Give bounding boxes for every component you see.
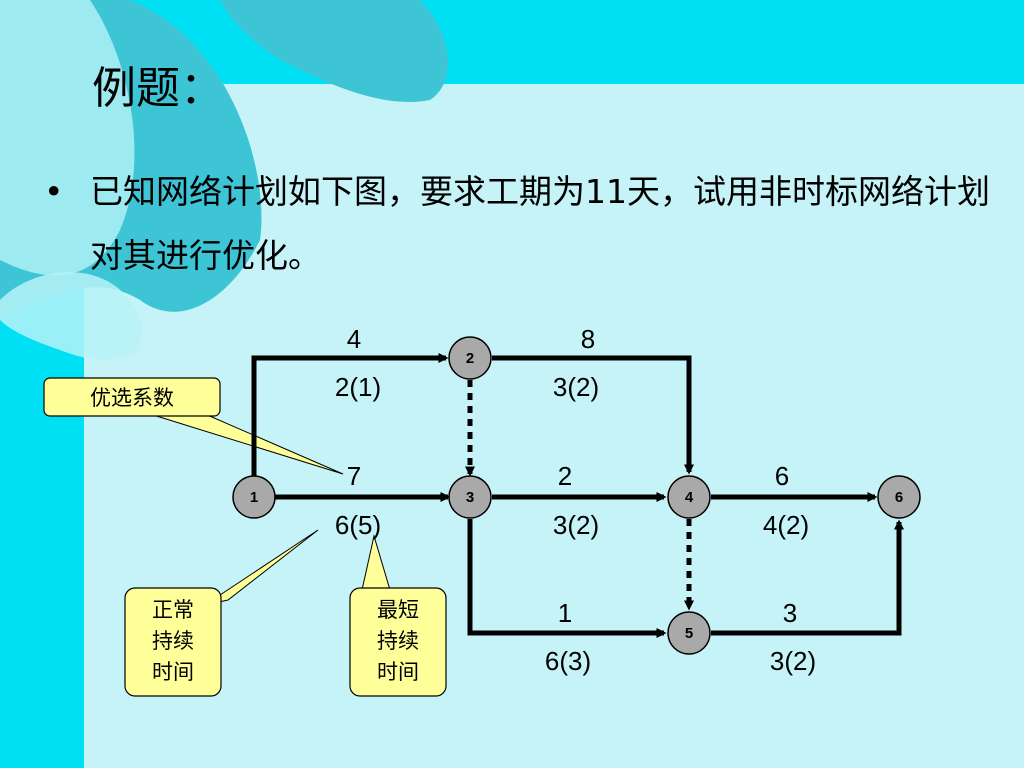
edge-2-4-top-label: 8	[581, 324, 595, 354]
edge-3-5-bottom-label: 6(3)	[545, 646, 591, 676]
edge-5-6	[711, 519, 904, 636]
callout-normal-line-2: 持续	[152, 629, 194, 653]
node-4-label: 4	[685, 489, 694, 506]
edge-2-4	[492, 355, 694, 475]
node-5-label: 5	[685, 625, 693, 642]
edge-3-5	[467, 519, 667, 638]
edge-1-3-top-label: 7	[347, 461, 361, 491]
edge-3-5-top-label: 1	[558, 598, 572, 628]
edge-2-4-bottom-label: 3(2)	[553, 372, 599, 402]
node-6-label: 6	[895, 489, 903, 506]
callout-shortest-line-2: 持续	[377, 629, 419, 653]
node-2: 2	[448, 336, 492, 380]
edge-1-2	[251, 353, 449, 497]
callout-pointer-priority	[149, 413, 344, 475]
callout-pointer-normal	[204, 529, 319, 606]
node-1: 1	[232, 475, 276, 519]
callout-shortest-line-1: 最短	[377, 598, 419, 622]
edge-3-4-top-label: 2	[558, 461, 572, 491]
edge-5-6-bottom-label: 3(2)	[770, 646, 816, 676]
callout-normal-line-1: 正常	[152, 598, 194, 622]
callout-shortest-line-3: 时间	[377, 660, 419, 684]
callout-priority-text: 优选系数	[90, 386, 174, 410]
callout-pointer-shortest	[361, 534, 391, 591]
node-2-label: 2	[466, 350, 474, 367]
edge-1-2-top-label: 4	[347, 324, 361, 354]
node-3-label: 3	[466, 489, 474, 506]
node-6: 6	[877, 475, 921, 519]
node-3: 3	[448, 475, 492, 519]
edge-1-3-bottom-label: 6(5)	[335, 510, 381, 540]
edge-4-6-bottom-label: 4(2)	[763, 510, 809, 540]
edge-5-6-top-label: 3	[783, 598, 797, 628]
edge-3-4-bottom-label: 3(2)	[553, 510, 599, 540]
edge-1-2-bottom-label: 2(1)	[335, 372, 381, 402]
callout-shortest-duration: 最短 持续 时间	[349, 587, 447, 697]
node-4: 4	[667, 475, 711, 519]
callout-priority-coefficient: 优选系数	[43, 377, 221, 417]
edge-4-6-top-label: 6	[775, 461, 789, 491]
node-5: 5	[667, 611, 711, 655]
slide-title: 例题：	[92, 63, 224, 114]
node-1-label: 1	[250, 489, 258, 506]
callout-normal-line-3: 时间	[152, 660, 194, 684]
callout-normal-duration: 正常 持续 时间	[124, 587, 222, 697]
bullet-text: 已知网络计划如下图，要求工期为11天，试用非时标网络计划对其进行优化。	[90, 172, 990, 275]
bullet-dot: •	[44, 172, 64, 211]
